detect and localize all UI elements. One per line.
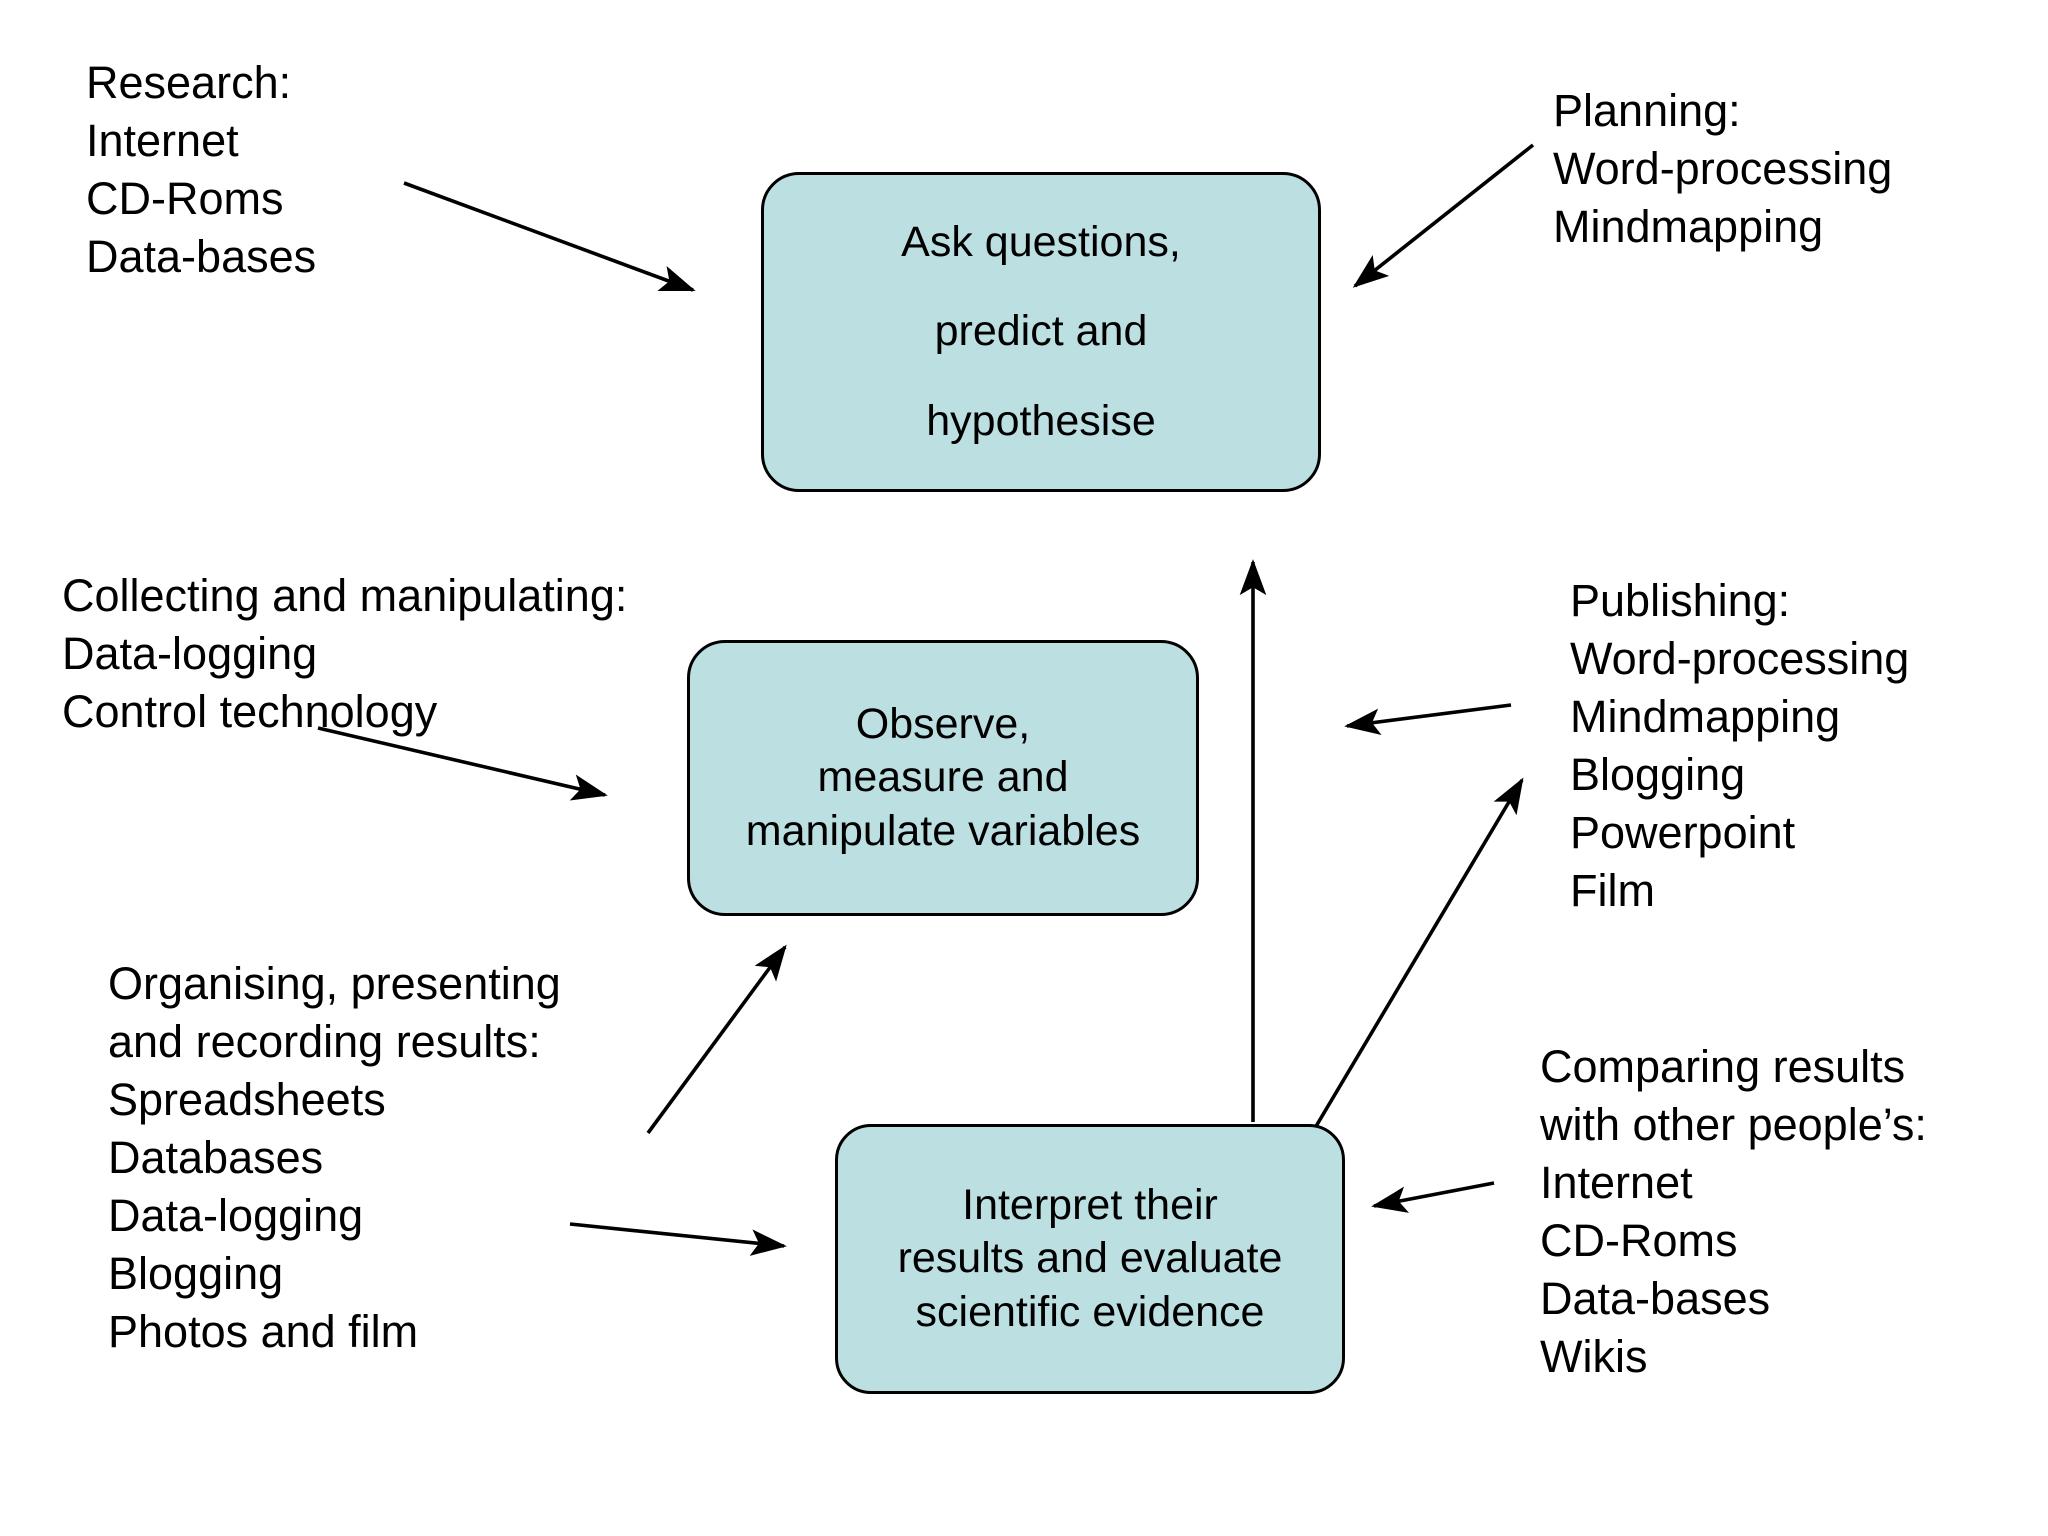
- label-publishing-line-1: Publishing:: [1570, 575, 1791, 626]
- label-research: Research: Internet CD-Roms Data-bases: [86, 54, 316, 286]
- node-observe-line-2: measure and: [817, 753, 1069, 802]
- label-collecting-line-2: Data-logging: [62, 628, 318, 679]
- label-comparing-line-5: Data-bases: [1540, 1273, 1771, 1324]
- arrow-organising-to-interpret: [569, 1222, 787, 1256]
- node-ask-questions[interactable]: Ask questions, predict and hypothesise: [761, 172, 1321, 492]
- label-organising-line-3: Spreadsheets: [108, 1074, 386, 1125]
- node-ask-line-3: hypothesise: [926, 396, 1156, 445]
- label-comparing-line-6: Wikis: [1540, 1331, 1648, 1382]
- label-planning: Planning: Word-processing Mindmapping: [1553, 82, 1892, 256]
- label-planning-line-2: Word-processing: [1553, 143, 1893, 194]
- label-research-line-4: Data-bases: [86, 231, 317, 282]
- label-organising-presenting: Organising, presenting and recording res…: [108, 955, 561, 1361]
- node-interpret-line-1: Interpret their: [962, 1181, 1218, 1230]
- node-ask-line-1: Ask questions,: [901, 218, 1181, 267]
- label-organising-line-4: Databases: [108, 1132, 324, 1183]
- label-comparing-line-4: CD-Roms: [1540, 1215, 1738, 1266]
- label-publishing-line-3: Mindmapping: [1570, 691, 1841, 742]
- label-research-line-2: Internet: [86, 115, 239, 166]
- arrow-research-to-ask: [403, 181, 696, 292]
- arrow-organising-to-observe: [646, 944, 787, 1135]
- label-organising-line-1: Organising, presenting: [108, 958, 561, 1009]
- arrow-planning-to-ask: [1352, 143, 1535, 288]
- label-publishing-line-6: Film: [1570, 865, 1655, 916]
- label-publishing: Publishing: Word-processing Mindmapping …: [1570, 572, 1909, 920]
- arrow-publishing-to-center: [1344, 703, 1512, 736]
- arrow-interpret-to-publishing: [1313, 777, 1524, 1129]
- label-organising-line-7: Photos and film: [108, 1306, 419, 1357]
- label-collecting-line-3: Control technology: [62, 686, 438, 737]
- label-organising-line-5: Data-logging: [108, 1190, 364, 1241]
- label-collecting-manipulating: Collecting and manipulating: Data-loggin…: [62, 567, 627, 741]
- node-interpret-results[interactable]: Interpret their results and evaluate sci…: [835, 1124, 1345, 1394]
- label-planning-line-1: Planning:: [1553, 85, 1741, 136]
- node-observe-measure[interactable]: Observe, measure and manipulate variable…: [687, 640, 1199, 916]
- label-publishing-line-2: Word-processing: [1570, 633, 1910, 684]
- label-planning-line-3: Mindmapping: [1553, 201, 1824, 252]
- label-publishing-line-4: Blogging: [1570, 749, 1746, 800]
- label-comparing-line-1: Comparing results: [1540, 1041, 1906, 1092]
- node-ask-line-2: predict and: [934, 307, 1148, 356]
- label-organising-line-6: Blogging: [108, 1248, 284, 1299]
- label-research-line-1: Research:: [86, 57, 292, 108]
- arrow-comparing-to-interpret: [1371, 1181, 1495, 1213]
- node-interpret-line-3: scientific evidence: [915, 1287, 1265, 1336]
- label-collecting-line-1: Collecting and manipulating:: [62, 570, 628, 621]
- label-research-line-3: CD-Roms: [86, 173, 284, 224]
- label-publishing-line-5: Powerpoint: [1570, 807, 1796, 858]
- node-interpret-line-2: results and evaluate: [897, 1234, 1283, 1283]
- label-comparing-results: Comparing results with other people’s: I…: [1540, 1038, 1927, 1386]
- label-comparing-line-2: with other people’s:: [1540, 1099, 1927, 1150]
- label-comparing-line-3: Internet: [1540, 1157, 1693, 1208]
- node-observe-line-3: manipulate variables: [745, 806, 1141, 855]
- label-organising-line-2: and recording results:: [108, 1016, 541, 1067]
- node-observe-line-1: Observe,: [855, 700, 1031, 749]
